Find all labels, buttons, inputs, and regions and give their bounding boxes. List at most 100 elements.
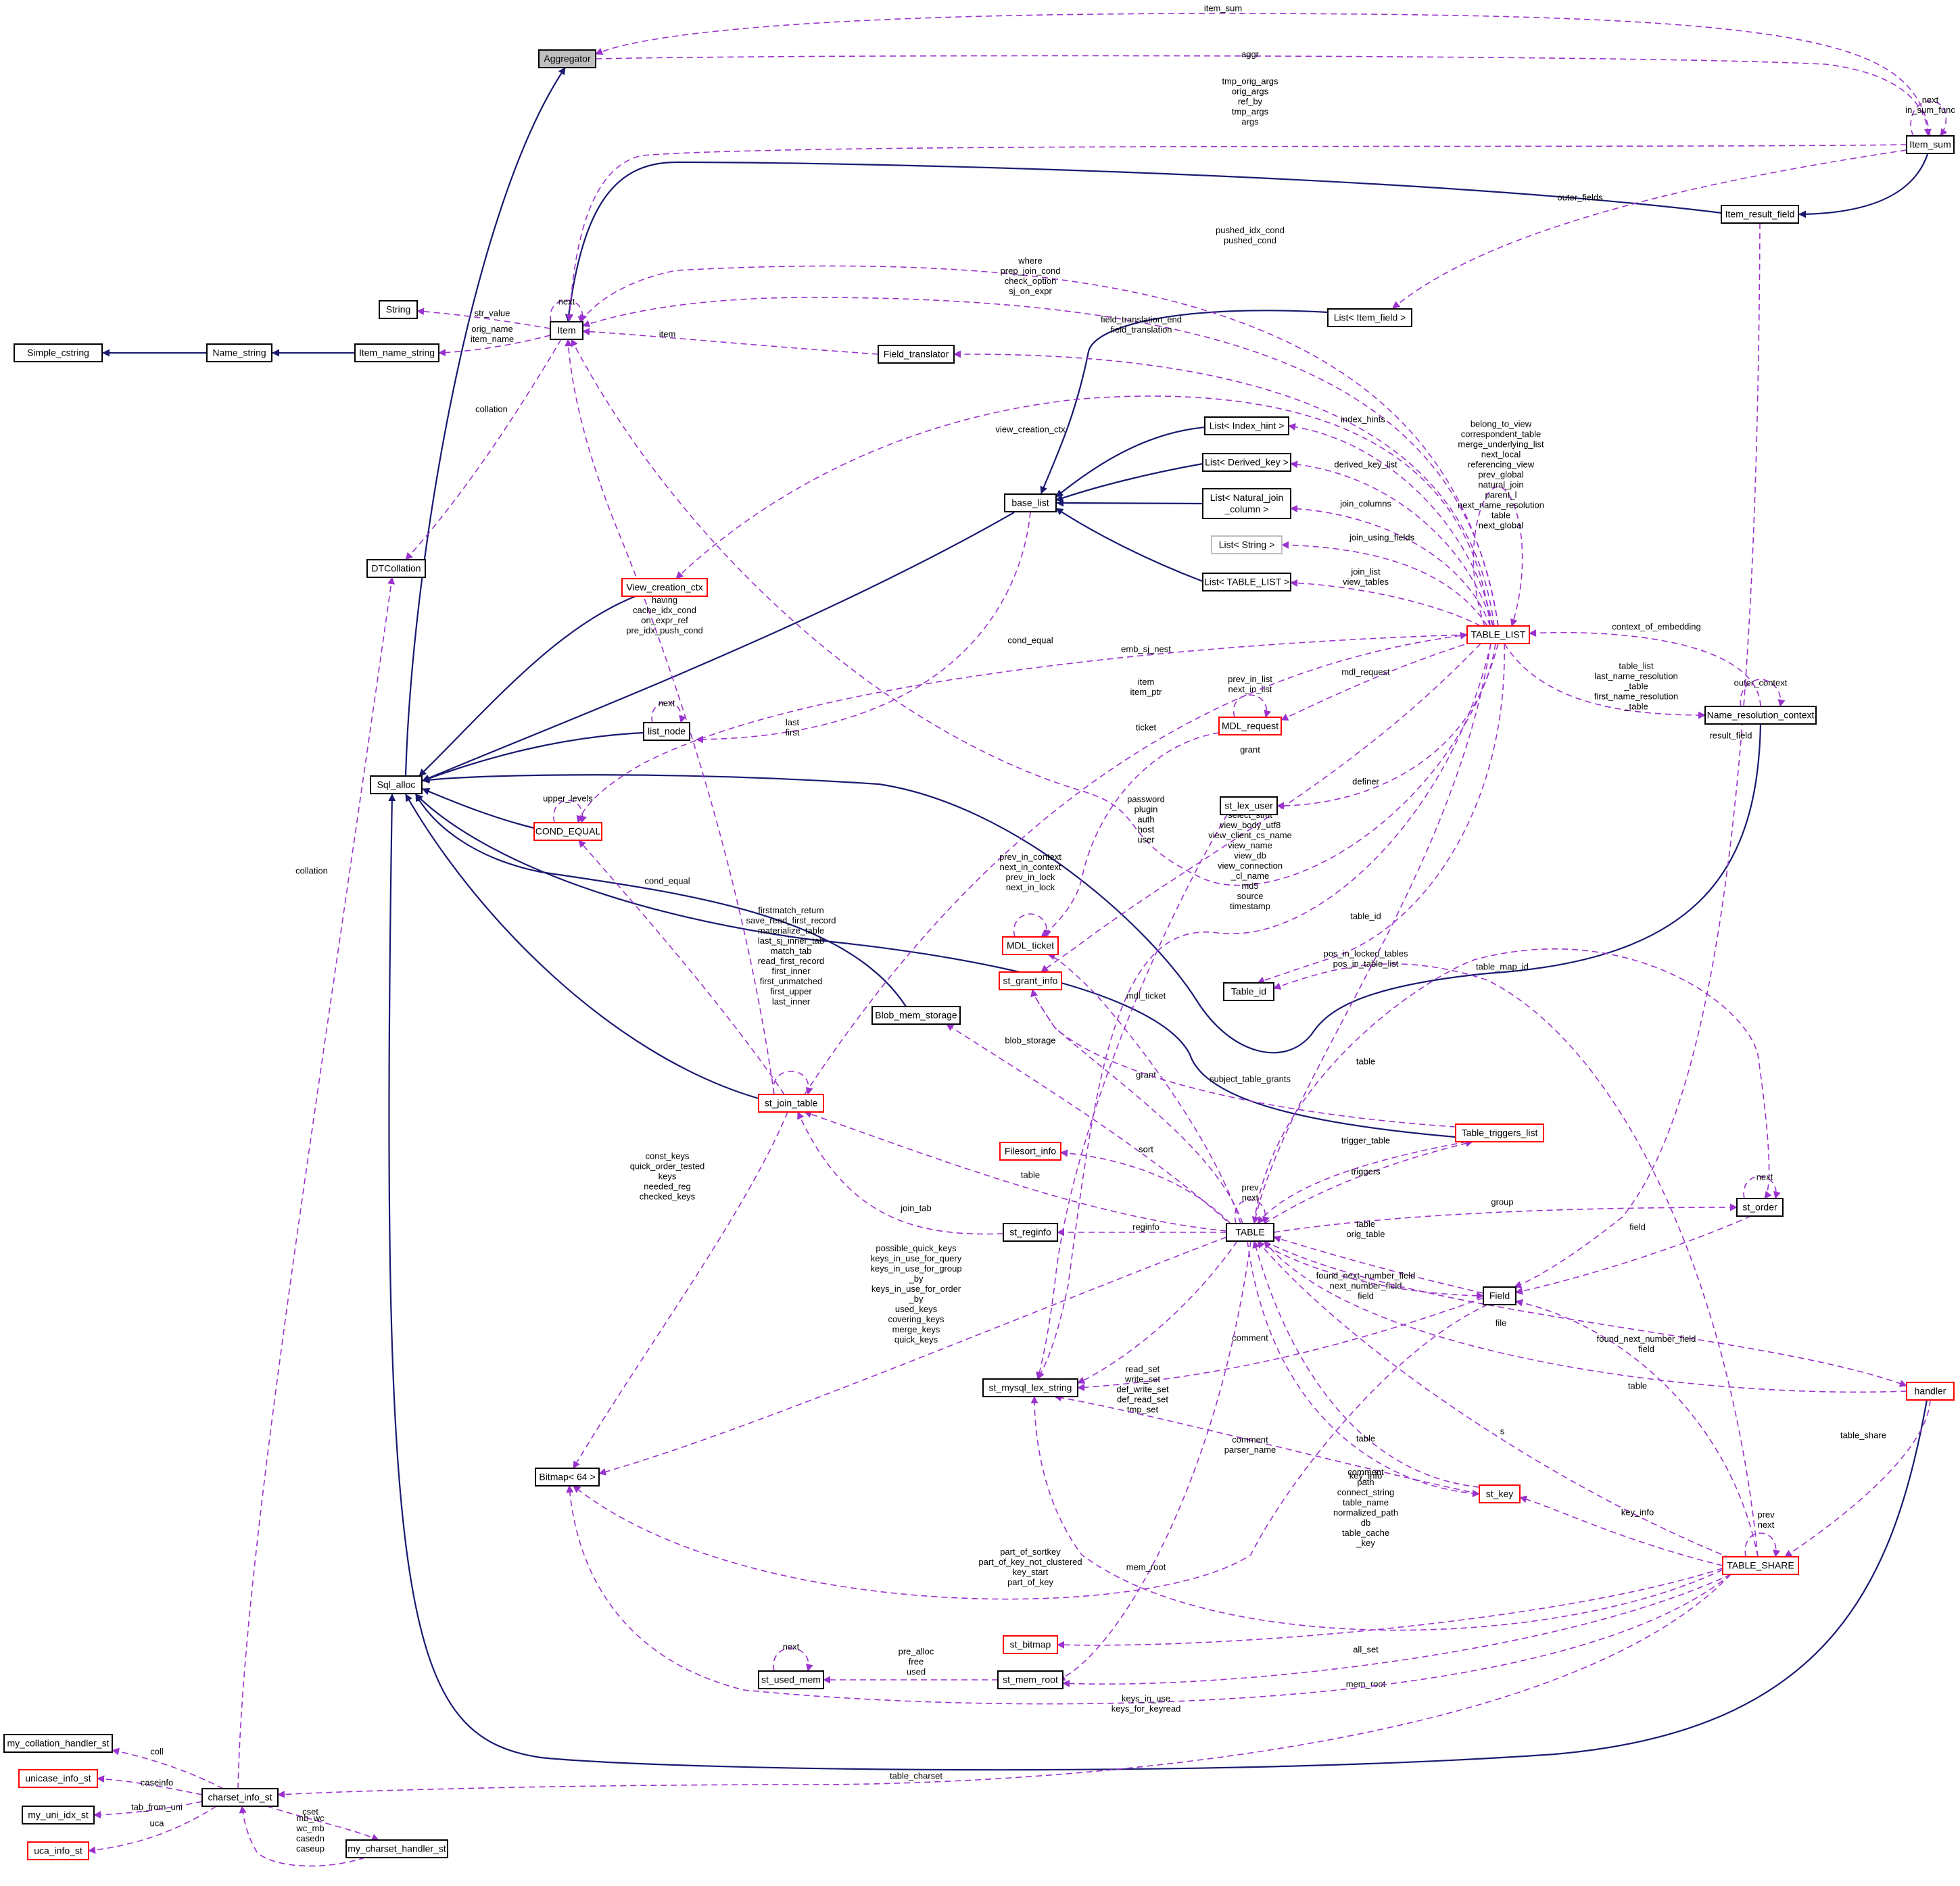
node-my-charset-handler-st[interactable]: my_charset_handler_st [345, 1839, 448, 1858]
node-label: st_order [1742, 1202, 1777, 1213]
edge-label: view_creation_ctx [995, 425, 1066, 435]
node-my-collation-handler-st[interactable]: my_collation_handler_st [3, 1734, 113, 1753]
node-list-string[interactable]: List< String > [1211, 535, 1283, 554]
node-box [1721, 205, 1799, 224]
node-table-id[interactable]: Table_id [1223, 982, 1274, 1001]
node-list-natural-join-column[interactable]: List< Natural_join_column > [1202, 488, 1291, 519]
edge-label: next [1756, 1172, 1773, 1182]
node-list-item-field[interactable]: List< Item_field > [1327, 308, 1412, 327]
node-blob-mem-storage[interactable]: Blob_mem_storage [871, 1006, 961, 1025]
edge-key-tableshare: key_info [1519, 1495, 1723, 1566]
edge-tablelist-jointable: emb_sj_nest [804, 631, 1468, 1095]
node-st-bitmap[interactable]: st_bitmap [1003, 1635, 1058, 1654]
node-name-string[interactable]: Name_string [206, 343, 272, 362]
edge-baselist-listitemfield [1040, 310, 1329, 494]
node-list-table-list[interactable]: List< TABLE_LIST > [1202, 573, 1291, 591]
edge-line [1264, 1140, 1473, 1224]
node-box [1226, 1223, 1274, 1242]
node-string[interactable]: String [379, 300, 418, 319]
edge-filesort-table: sort [1060, 1144, 1231, 1224]
node-dtcollation[interactable]: DTCollation [366, 559, 426, 578]
node-sql-alloc[interactable]: Sql_alloc [370, 775, 423, 794]
node-st-mem-root[interactable]: st_mem_root [997, 1670, 1063, 1689]
node-st-mysql-lex-string[interactable]: st_mysql_lex_string [982, 1378, 1078, 1397]
node-list-derived-key[interactable]: List< Derived_key > [1202, 453, 1291, 472]
edge-tableid-tableshare: table_map_id [1273, 962, 1759, 1557]
node-base-list[interactable]: base_list [1004, 493, 1057, 512]
node-unicase-info-st[interactable]: unicase_info_st [18, 1769, 98, 1788]
edge-sqlalloc-handler [388, 794, 1928, 1771]
node-box [201, 1788, 279, 1807]
node-item[interactable]: Item [550, 321, 583, 340]
node-label: Blob_mem_storage [875, 1010, 957, 1021]
node-label: st_key [1486, 1489, 1513, 1499]
node-mdl-request[interactable]: MDL_request [1218, 717, 1282, 735]
node-table-triggers-list[interactable]: Table_triggers_list [1455, 1123, 1544, 1142]
node-box [1327, 308, 1412, 327]
edge-line [675, 395, 1491, 627]
node-st-reginfo[interactable]: st_reginfo [1003, 1223, 1058, 1242]
node-my-uni-idx-st[interactable]: my_uni_idx_st [22, 1806, 95, 1824]
node-simple-cstring[interactable]: Simple_cstring [14, 343, 103, 362]
node-st-lex-user[interactable]: st_lex_user [1220, 796, 1278, 815]
node-box [643, 722, 690, 741]
edge-label: outer_fields [1557, 193, 1603, 203]
node-item-result-field[interactable]: Item_result_field [1721, 205, 1799, 224]
node-list-index-hint[interactable]: List< Index_hint > [1204, 416, 1289, 435]
node-table-list[interactable]: TABLE_LIST [1466, 625, 1530, 644]
node-name-resolution-context[interactable]: Name_resolution_context [1704, 706, 1817, 725]
edge-line [419, 595, 636, 777]
node-mdl-ticket[interactable]: MDL_ticket [1002, 936, 1059, 955]
node-label: TABLE_SHARE [1727, 1560, 1794, 1571]
node-cond-equal[interactable]: COND_EQUAL [533, 822, 602, 841]
edge-line [550, 299, 588, 322]
edge-charset-tableshare: table_charset [277, 1574, 1731, 1798]
node-uca-info-st[interactable]: uca_info_st [27, 1841, 89, 1860]
edge-grantinfo-tablelist: grant [1041, 643, 1481, 973]
edge-line [1253, 948, 1772, 1224]
node-bitmap64[interactable]: Bitmap< 64 > [535, 1468, 600, 1486]
node-table[interactable]: TABLE [1226, 1223, 1274, 1242]
node-st-grant-info[interactable]: st_grant_info [999, 971, 1062, 990]
node-box [533, 822, 602, 841]
node-list-node[interactable]: list_node [643, 722, 690, 741]
node-item-name-string[interactable]: Item_name_string [354, 343, 439, 362]
edge-itemsum-itemresultfield [1798, 153, 1929, 218]
node-box [1704, 706, 1817, 725]
edge-line [1233, 694, 1272, 718]
node-st-join-table[interactable]: st_join_table [758, 1094, 824, 1113]
edge-label: table_share [1840, 1430, 1886, 1441]
node-field[interactable]: Field [1483, 1286, 1516, 1305]
node-box [1479, 1484, 1521, 1503]
node-view-creation-ctx[interactable]: View_creation_ctx [621, 578, 708, 597]
edge-label: context_of_embedding [1612, 622, 1701, 632]
node-table-share[interactable]: TABLE_SHARE [1722, 1556, 1799, 1575]
edge-label: derived_key_list [1334, 460, 1397, 470]
node-charset-info-st[interactable]: charset_info_st [201, 1788, 279, 1807]
edge-label: key_info [1621, 1507, 1654, 1518]
node-field-translator[interactable]: Field_translator [878, 345, 955, 364]
edge-condequal-self: upper_levels [543, 794, 593, 823]
node-filesort-info[interactable]: Filesort_info [999, 1142, 1061, 1161]
node-label: Bitmap< 64 > [539, 1472, 595, 1482]
edge-handler-table: file [1264, 1240, 1907, 1387]
node-handler[interactable]: handler [1906, 1382, 1955, 1401]
edge-label: file [1496, 1318, 1507, 1328]
node-aggregator[interactable]: Aggregator [538, 49, 596, 68]
edge-memroot-table: mem_root [1057, 1240, 1251, 1681]
node-st-used-mem[interactable]: st_used_mem [758, 1670, 824, 1689]
node-st-order[interactable]: st_order [1736, 1198, 1784, 1217]
node-box [1722, 1556, 1799, 1575]
node-st-key[interactable]: st_key [1479, 1484, 1521, 1503]
node-item-sum[interactable]: Item_sum [1906, 135, 1955, 154]
